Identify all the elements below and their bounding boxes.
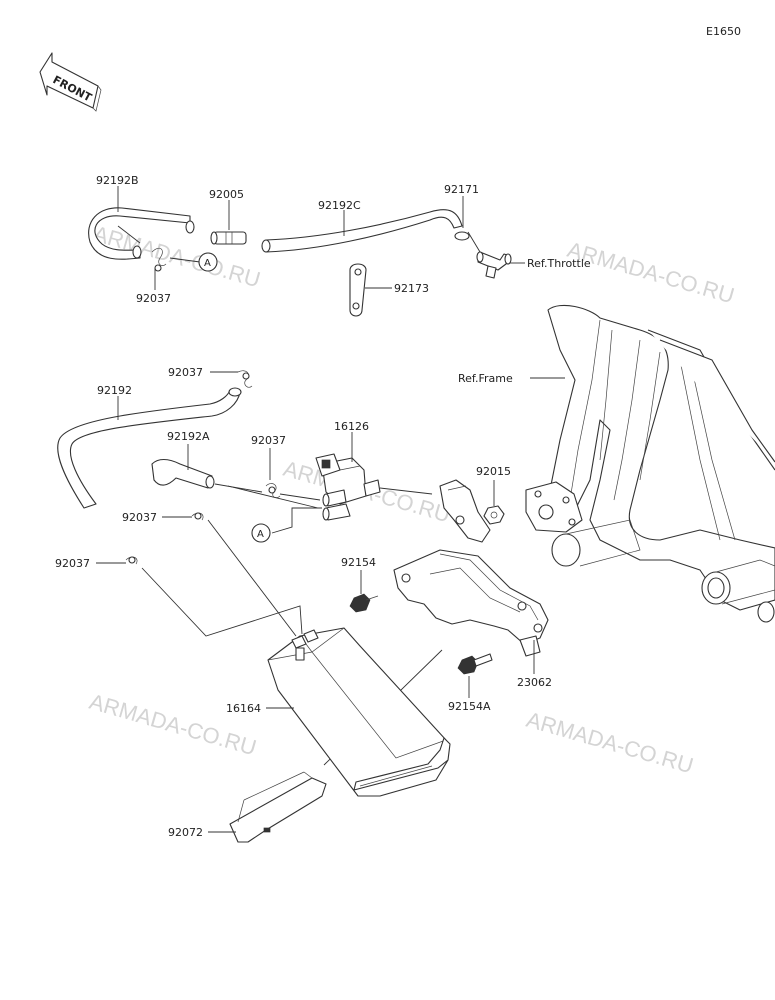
valve-bracket bbox=[439, 479, 491, 543]
watermarks: ARMADA-CO.RU ARMADA-CO.RU ARMADA-CO.RU A… bbox=[87, 221, 738, 779]
label-92154a: 92154A bbox=[448, 700, 491, 713]
label-92192: 92192 bbox=[97, 384, 132, 397]
watermark: ARMADA-CO.RU bbox=[565, 237, 738, 309]
callout-circle-a bbox=[198, 252, 218, 272]
label-16126: 16126 bbox=[334, 420, 369, 433]
hose-92192a bbox=[151, 458, 215, 489]
label-92037-left: 92037 bbox=[122, 511, 157, 524]
label-23062: 23062 bbox=[517, 676, 552, 689]
label-ref-throttle: Ref.Throttle bbox=[527, 257, 591, 270]
nut-92015 bbox=[483, 505, 505, 525]
label-92171: 92171 bbox=[444, 183, 479, 196]
label-16164: 16164 bbox=[226, 702, 261, 715]
band-92072 bbox=[229, 771, 327, 843]
callout-circle-a-lower bbox=[251, 523, 271, 543]
label-92173: 92173 bbox=[394, 282, 429, 295]
t-joint bbox=[476, 251, 512, 279]
clamp-92037-low bbox=[125, 556, 138, 565]
label-92005: 92005 bbox=[209, 188, 244, 201]
clamp-92037-left bbox=[191, 512, 204, 521]
hose-92192 bbox=[57, 387, 242, 509]
bolt-92154a bbox=[457, 653, 493, 675]
front-arrow-icon: FRONT bbox=[39, 52, 102, 112]
diagram-code: E1650 bbox=[706, 25, 741, 38]
hose-92192c bbox=[261, 209, 463, 253]
valve-16126 bbox=[315, 453, 381, 521]
label-92192a: 92192A bbox=[167, 430, 210, 443]
frame bbox=[525, 304, 775, 623]
label-92037-mid: 92037 bbox=[168, 366, 203, 379]
bolt-92154 bbox=[349, 593, 379, 613]
part-labels: 92192B 92005 92192C 92171 92037 92173 Re… bbox=[55, 174, 591, 839]
callout-a-label: A bbox=[204, 258, 211, 269]
label-92015: 92015 bbox=[476, 465, 511, 478]
label-92037-low: 92037 bbox=[55, 557, 90, 570]
label-92072: 92072 bbox=[168, 826, 203, 839]
canister-16164 bbox=[267, 627, 451, 797]
bracket-92173 bbox=[349, 263, 367, 317]
watermark: ARMADA-CO.RU bbox=[524, 707, 697, 779]
joint-92005 bbox=[210, 231, 247, 245]
label-92037-top: 92037 bbox=[136, 292, 171, 305]
watermark: ARMADA-CO.RU bbox=[87, 689, 260, 761]
clamp-92037-mid bbox=[237, 370, 253, 388]
label-ref-frame: Ref.Frame bbox=[458, 372, 513, 385]
clamp-92171 bbox=[454, 231, 470, 241]
bracket-23062 bbox=[393, 549, 549, 657]
label-92192b: 92192B bbox=[96, 174, 139, 187]
hose-92192b bbox=[88, 207, 195, 260]
label-92192c: 92192C bbox=[318, 199, 361, 212]
label-92037-valve: 92037 bbox=[251, 434, 286, 447]
callout-a-lower-label: A bbox=[257, 529, 264, 540]
label-92154: 92154 bbox=[341, 556, 376, 569]
